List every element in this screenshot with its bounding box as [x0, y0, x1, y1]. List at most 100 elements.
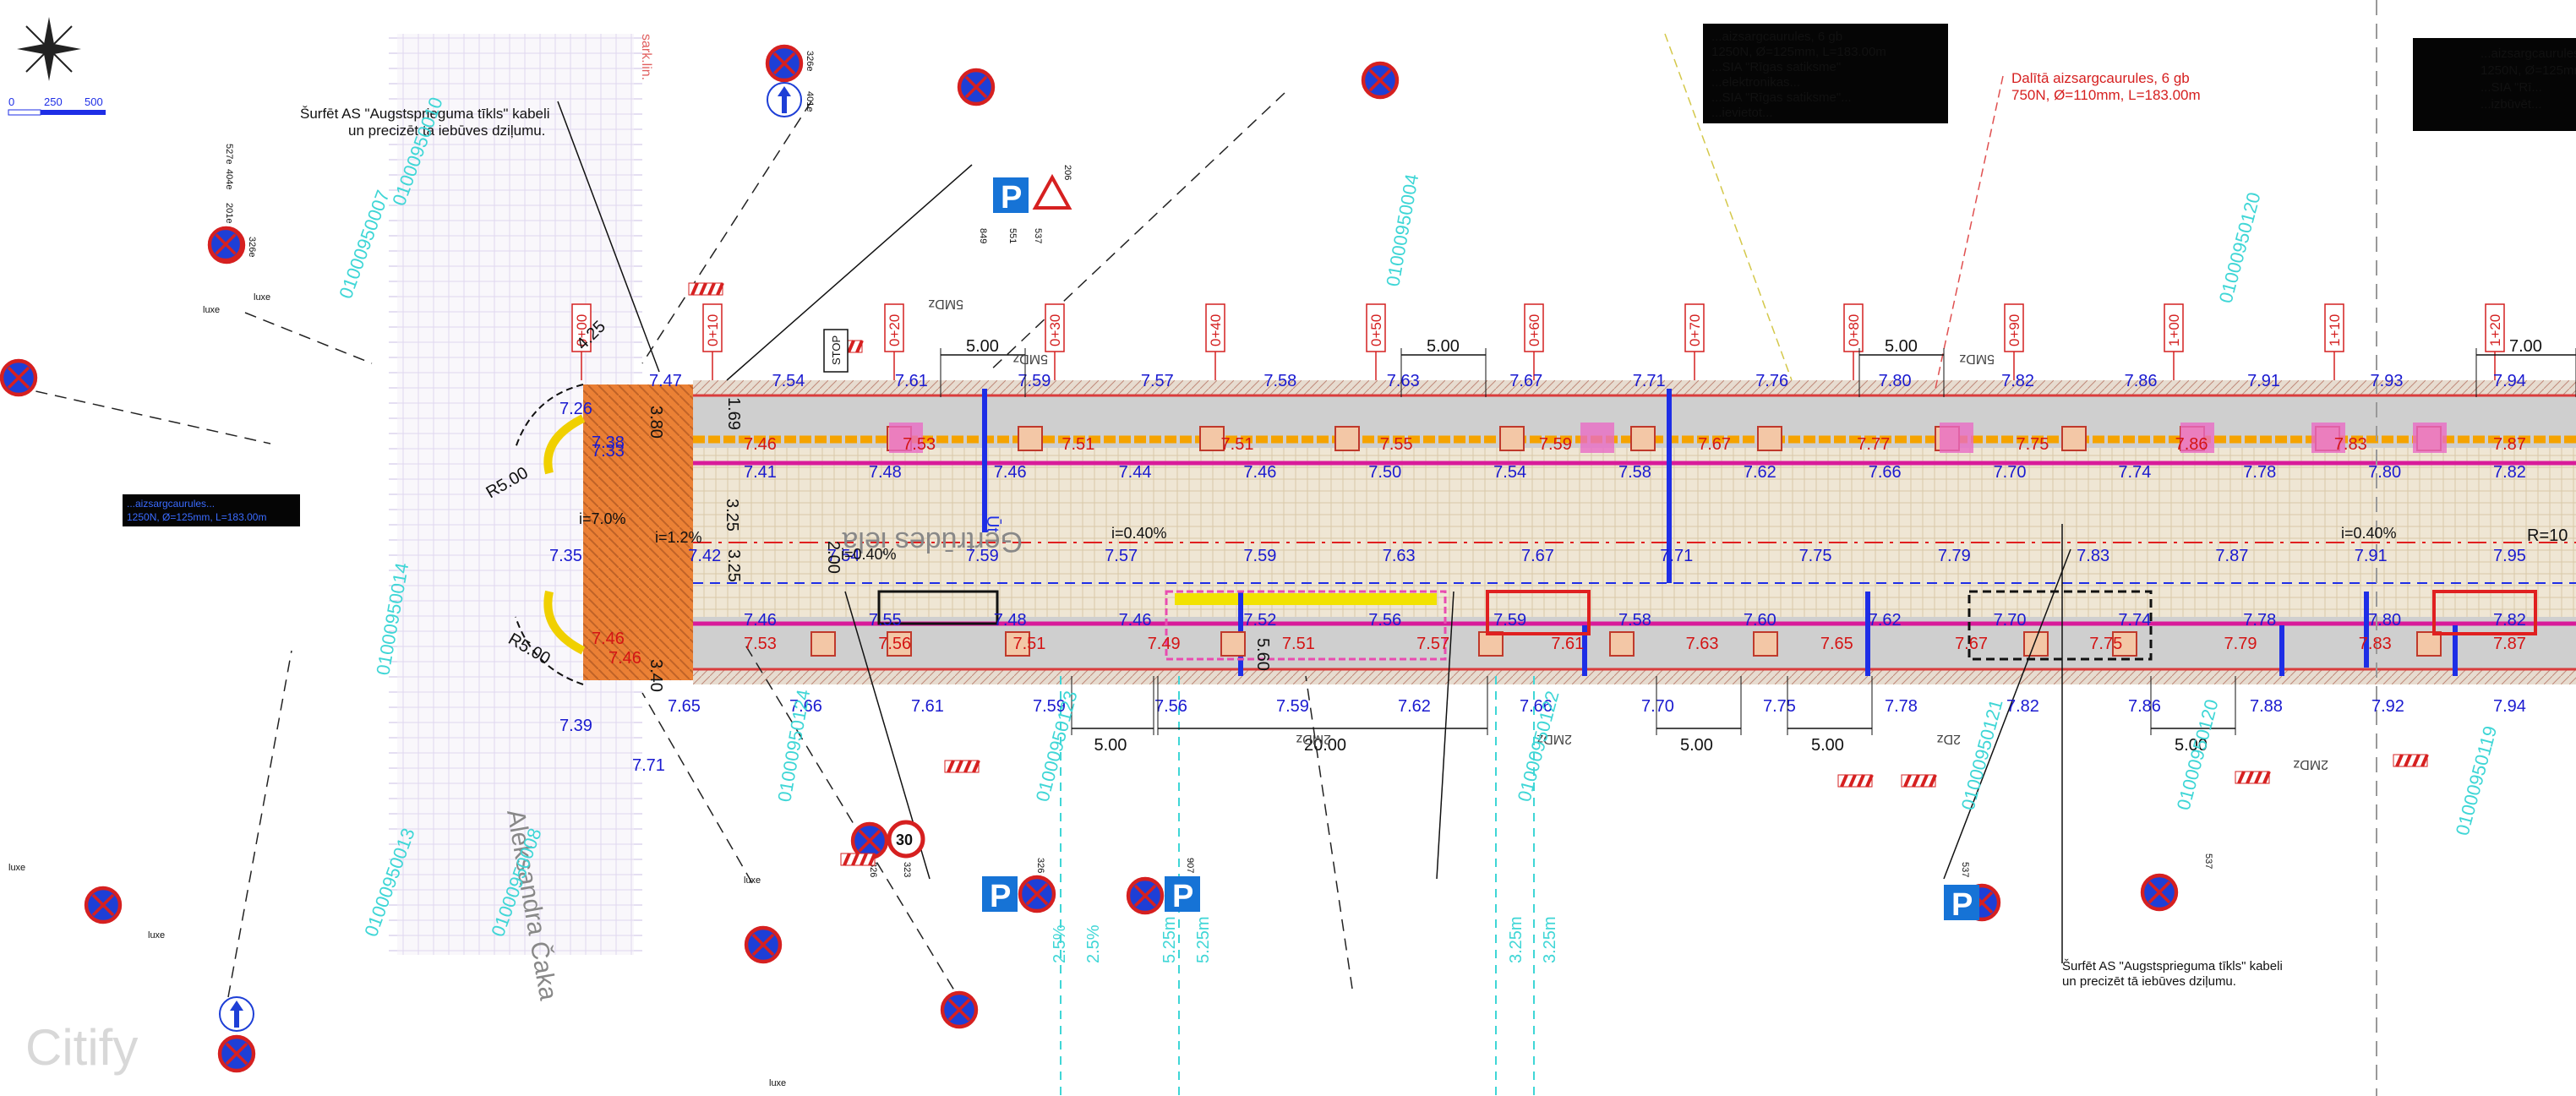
elevation-center: 7.83 — [2077, 547, 2109, 565]
speed-limit-value: 30 — [896, 832, 913, 848]
elevation-gutter-top: 7.46 — [994, 463, 1027, 482]
elevation-gutter-bottom: 7.46 — [1119, 611, 1152, 630]
dimension-bottom: 5.00 — [1071, 676, 1154, 755]
elevation-gutter-bottom: 7.74 — [2118, 611, 2151, 630]
elevation-bottom: 7.59 — [1276, 697, 1309, 716]
sign-code-luxe: luxe — [8, 863, 25, 873]
dimension-bottom-value: 5.00 — [1811, 736, 1844, 755]
elevation-gutter-top: 7.46 — [1243, 463, 1276, 482]
dimension-top-value: 5.00 — [966, 337, 999, 356]
elevation-curb-bottom: 7.83 — [2359, 635, 2392, 653]
no-stopping-sign-icon — [1126, 876, 1165, 915]
zone-label: 5MDz — [928, 297, 963, 311]
elevation-gutter-bottom: 7.52 — [1243, 611, 1276, 630]
cross-slope-label: 3.25m — [1507, 916, 1525, 963]
split-pipes-note-line-2: 750N, Ø=110mm, L=183.00m — [2011, 87, 2201, 103]
yield-sign-icon — [1032, 173, 1072, 210]
parking-letter: P — [1001, 180, 1022, 215]
elevation-left: 7.46 — [609, 649, 641, 668]
dimension-bottom-value: 5.00 — [1094, 736, 1127, 755]
elevation-center: 7.67 — [1521, 547, 1554, 565]
magenta-pits — [889, 423, 2447, 453]
elevation-center: 7.57 — [1105, 547, 1138, 565]
station-label: 0+00 — [574, 314, 590, 346]
radius-label: R=10 — [2527, 526, 2568, 545]
sign-code-luxe: luxe — [254, 292, 270, 303]
parking-sign-icon: P — [982, 876, 1018, 914]
black-note-2-line-3: ...SIA "Rī... — [2480, 80, 2542, 95]
elevation-gutter-top: 7.44 — [1119, 463, 1152, 482]
tree-pits — [810, 426, 2442, 657]
slope-2: i=0.40% — [841, 546, 897, 563]
elevation-curb-top: 7.53 — [903, 435, 936, 454]
station-marker: 0+30 — [1045, 303, 1065, 380]
sidewalk-top-edge — [693, 380, 2576, 395]
dimension-vertical: 3.25 — [723, 499, 741, 532]
road-signs: 326e401e326e201e404e527eP206537551849303… — [0, 44, 2429, 1088]
barrier-marker-icon — [1901, 774, 1937, 788]
no-stopping-sign-icon — [940, 990, 979, 1029]
elevation-top: 7.57 — [1141, 372, 1174, 390]
elevation-center: 7.63 — [1383, 547, 1416, 565]
elevation-gutter-bottom: 7.56 — [1368, 611, 1401, 630]
parking-letter: P — [1951, 887, 1973, 923]
station-marker: 0+80 — [1843, 303, 1864, 380]
black-note-2-line-4: ...izbūvēt... — [2480, 97, 2542, 112]
sign-code: 326e — [247, 237, 257, 257]
sign-code: 401e — [805, 91, 815, 112]
elevation-center: 7.95 — [2493, 547, 2526, 565]
one-way-sign-icon — [219, 996, 254, 1032]
sign-code: 907 — [1185, 858, 1195, 873]
elevation-top: 7.94 — [2493, 372, 2526, 390]
cadastral-lines — [1060, 676, 1535, 1096]
elevation-bottom: 7.94 — [2493, 697, 2526, 716]
dashed-box-2 — [1967, 590, 2153, 661]
elevation-bottom: 7.92 — [2371, 697, 2404, 716]
elevation-gutter-bottom: 7.78 — [2243, 611, 2276, 630]
elevation-gutter-bottom: 7.59 — [1493, 611, 1526, 630]
black-note-1-line-3: ...SIA "Rīgas satiksme" — [1711, 60, 1841, 74]
parking-sign-icon: P — [1165, 876, 1200, 914]
barrier-marker-icon — [688, 282, 724, 296]
elevation-curb-bottom: 7.51 — [1282, 635, 1315, 653]
slope-4: i=1.2% — [655, 529, 702, 546]
elevation-bottom: 7.66 — [789, 697, 822, 716]
elevation-left: 7.71 — [632, 756, 665, 775]
sign-code-luxe: luxe — [769, 1078, 786, 1088]
elevation-curb-bottom: 7.65 — [1820, 635, 1853, 653]
split-pipes-note-line-1: Dalītā aizsargcaurules, 6 gb — [2011, 70, 2190, 86]
elevation-center: 7.79 — [1938, 547, 1971, 565]
cable-note-bottom-line-1: Šurfēt AS "Augstsprieguma tīkls" kabeli — [2062, 959, 2283, 973]
elevation-curb-bottom: 7.57 — [1416, 635, 1449, 653]
dimension-top: 5.00 — [1858, 337, 1945, 397]
elevation-gutter-bottom: 7.62 — [1869, 611, 1902, 630]
elevation-top: 7.58 — [1263, 372, 1296, 390]
cross-slope-label: 5.25m — [1194, 916, 1213, 963]
elevation-bottom: 7.66 — [1520, 697, 1553, 716]
elevation-gutter-top: 7.70 — [1994, 463, 2027, 482]
parking-sign-icon: P — [993, 177, 1029, 215]
sign-code: 323 — [902, 862, 912, 877]
dimension-top-value: 5.00 — [1885, 337, 1918, 356]
elevation-gutter-bottom: 7.58 — [1618, 611, 1651, 630]
cross-slope-label: 2.5% — [1051, 924, 1069, 963]
elevation-top: 7.93 — [2371, 372, 2404, 390]
station-marker: 1+20 — [2485, 303, 2505, 380]
black-note-2-line-2: 1250N, Ø=125mm... — [2480, 63, 2576, 78]
elevation-top: 7.91 — [2247, 372, 2280, 390]
station-marker: 0+50 — [1366, 303, 1386, 380]
parking-sign-icon: P — [1944, 885, 1979, 923]
elevation-curb-bottom: 7.53 — [744, 635, 777, 653]
sign-code: 537 — [1960, 862, 1970, 877]
elevation-curb-top: 7.51 — [1221, 435, 1254, 454]
elevation-top: 7.80 — [1879, 372, 1912, 390]
curb-ramp-bottom — [543, 590, 586, 655]
elevation-curb-top: 7.67 — [1698, 435, 1731, 454]
utility-label-u1: Ūt — [983, 515, 1002, 532]
dimension-bottom: 5.00 — [1787, 676, 1873, 755]
elevation-curb-bottom: 7.63 — [1686, 635, 1719, 653]
station-marker: 0+60 — [1524, 303, 1544, 380]
